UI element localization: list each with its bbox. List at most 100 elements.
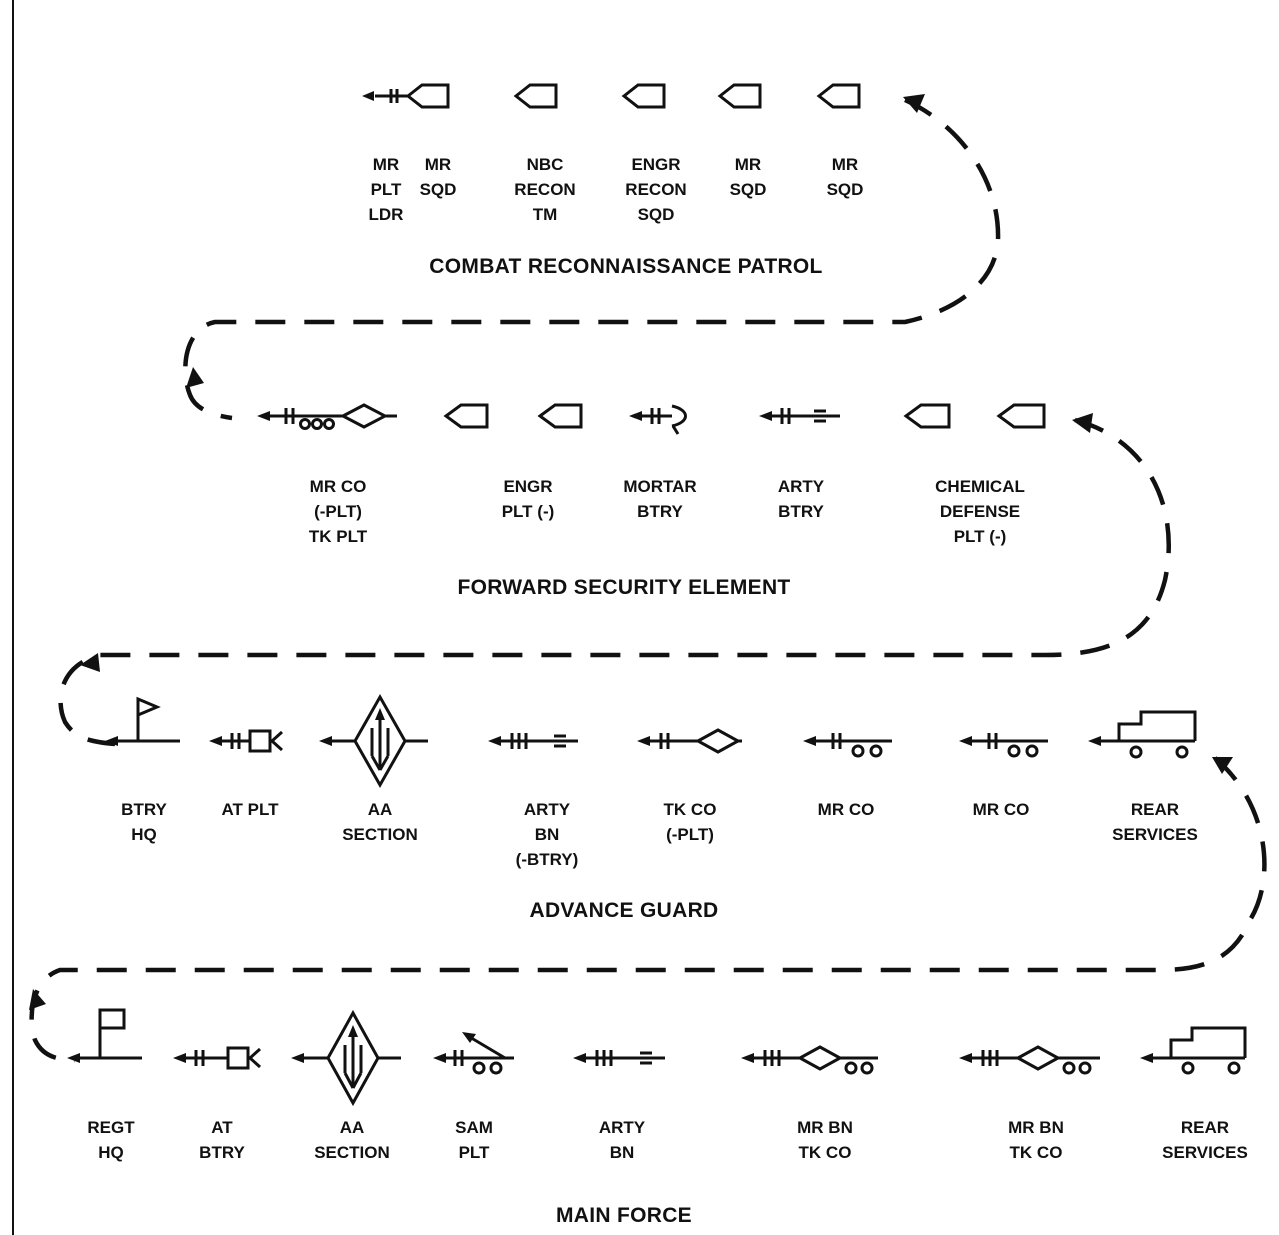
route-connector-3 xyxy=(29,756,1267,1063)
label-mr-bn-tk-co-1: MR BN TK CO xyxy=(780,1115,870,1165)
label-line: RECON xyxy=(514,180,576,199)
label-sam-plt: SAM PLT xyxy=(444,1115,504,1165)
label-chem-def-plt: CHEMICAL DEFENSE PLT (-) xyxy=(920,474,1040,549)
label-line: SECTION xyxy=(314,1143,390,1162)
label-mr-co-2: MR CO xyxy=(961,797,1041,822)
label-line: (-PLT) xyxy=(314,502,362,521)
label-mr-co-1: MR CO xyxy=(806,797,886,822)
label-line: REAR xyxy=(1130,800,1180,819)
chem-def-symbol-2 xyxy=(996,403,1046,429)
label-rear-services-1: REAR SERVICES xyxy=(1100,797,1210,847)
title-advance-guard: ADVANCE GUARD xyxy=(529,899,719,922)
label-line: MR xyxy=(831,155,859,174)
label-mr-sqd-1: MR SQD xyxy=(416,152,460,202)
label-line: RECON xyxy=(625,180,687,199)
mr-sqd-symbol-2 xyxy=(717,83,762,109)
mr-co-symbol-2 xyxy=(959,733,1048,758)
label-line: PLT (-) xyxy=(953,527,1007,546)
label-at-plt: AT PLT xyxy=(205,797,295,822)
label-line: AA xyxy=(339,1118,365,1137)
label-line: BTRY xyxy=(637,502,683,521)
engr-plt-symbol-2 xyxy=(537,403,583,429)
label-line: SQD xyxy=(419,180,457,199)
label-at-btry: AT BTRY xyxy=(187,1115,257,1165)
label-engr-recon-sqd: ENGR RECON SQD xyxy=(621,152,691,227)
label-line: TK CO xyxy=(1009,1143,1063,1162)
label-line: ENGR xyxy=(503,477,553,496)
label-aa-section-1: AA SECTION xyxy=(330,797,430,847)
mr-co-symbol-1 xyxy=(803,733,892,758)
label-line: MR CO xyxy=(817,800,875,819)
label-line: SQD xyxy=(637,205,675,224)
nbc-recon-symbol xyxy=(513,83,558,109)
label-line: LDR xyxy=(368,205,404,224)
label-mr-co-tk-plt: MR CO (-PLT) TK PLT xyxy=(288,474,388,549)
label-line: MR BN xyxy=(1008,1118,1064,1137)
mr-bn-tk-co-symbol-1 xyxy=(741,1045,878,1075)
label-line: CHEMICAL xyxy=(935,477,1025,496)
label-line: SERVICES xyxy=(1162,1143,1248,1162)
label-regt-hq: REGT HQ xyxy=(76,1115,146,1165)
engr-plt-symbol-1 xyxy=(443,403,489,429)
label-line: ARTY xyxy=(777,477,825,496)
label-nbc-recon-tm: NBC RECON TM xyxy=(510,152,580,227)
label-line: ARTY xyxy=(598,1118,646,1137)
label-line: TK PLT xyxy=(308,527,368,546)
rear-services-truck-symbol-1 xyxy=(1088,710,1197,759)
label-line: REAR xyxy=(1180,1118,1230,1137)
arty-bn-btry-symbol xyxy=(488,733,578,749)
aa-section-symbol-1 xyxy=(319,693,428,789)
label-line: BN xyxy=(534,825,560,844)
label-line: AT xyxy=(211,1118,233,1137)
connector-arrowhead-3 xyxy=(1072,413,1093,433)
mortar-btry-symbol xyxy=(629,404,687,435)
label-line: MR xyxy=(424,155,452,174)
connector-arrowhead-1 xyxy=(903,94,925,113)
label-arty-bn: ARTY BN xyxy=(587,1115,657,1165)
label-rear-services-2: REAR SERVICES xyxy=(1150,1115,1260,1165)
label-line: NBC xyxy=(526,155,564,174)
label-line: (-BTRY) xyxy=(515,850,579,869)
aa-section-symbol-2 xyxy=(291,1009,401,1107)
label-line: MR CO xyxy=(972,800,1030,819)
label-line: TK CO xyxy=(798,1143,852,1162)
label-line: PLT (-) xyxy=(501,502,555,521)
sam-plt-symbol xyxy=(433,1032,514,1075)
label-line: MR xyxy=(734,155,762,174)
mr-plt-ldr-symbol xyxy=(362,89,408,103)
label-line: BTRY xyxy=(121,800,167,819)
connector-arrowhead-5 xyxy=(1212,757,1233,774)
at-plt-symbol xyxy=(209,729,284,753)
label-arty-btry: ARTY BTRY xyxy=(761,474,841,524)
engr-recon-symbol xyxy=(621,83,666,109)
label-mr-bn-tk-co-2: MR BN TK CO xyxy=(991,1115,1081,1165)
label-arty-bn-btry: ARTY BN (-BTRY) xyxy=(502,797,592,872)
label-line: TK CO xyxy=(663,800,717,819)
label-line: REGT xyxy=(87,1118,135,1137)
title-combat-recon: COMBAT RECONNAISSANCE PATROL xyxy=(429,255,823,278)
label-line: (-PLT) xyxy=(666,825,714,844)
connector-arrowhead-6 xyxy=(29,989,46,1010)
label-btry-hq: BTRY HQ xyxy=(114,797,174,847)
label-line: SECTION xyxy=(342,825,418,844)
label-line: SAM xyxy=(455,1118,493,1137)
label-mortar-btry: MORTAR BTRY xyxy=(615,474,705,524)
label-line: PLT xyxy=(458,1143,490,1162)
label-line: BTRY xyxy=(778,502,824,521)
label-mr-plt-ldr: MR PLT LDR xyxy=(366,152,406,227)
title-forward-security: FORWARD SECURITY ELEMENT xyxy=(457,576,791,599)
label-engr-plt: ENGR PLT (-) xyxy=(488,474,568,524)
mr-sqd-symbol-3 xyxy=(816,83,861,109)
arty-btry-symbol xyxy=(759,408,840,424)
label-line: SERVICES xyxy=(1112,825,1198,844)
mr-co-tk-plt-symbol xyxy=(257,403,397,430)
title-main-force: MAIN FORCE xyxy=(556,1204,692,1227)
mr-sqd-symbol-1 xyxy=(405,83,450,109)
label-aa-section-2: AA SECTION xyxy=(302,1115,402,1165)
at-btry-symbol xyxy=(173,1046,262,1070)
mr-bn-tk-co-symbol-2 xyxy=(959,1045,1100,1075)
label-line: BN xyxy=(609,1143,635,1162)
label-mr-sqd-2: MR SQD xyxy=(723,152,773,202)
btry-hq-flag-symbol xyxy=(105,696,180,746)
label-line: ARTY xyxy=(523,800,571,819)
